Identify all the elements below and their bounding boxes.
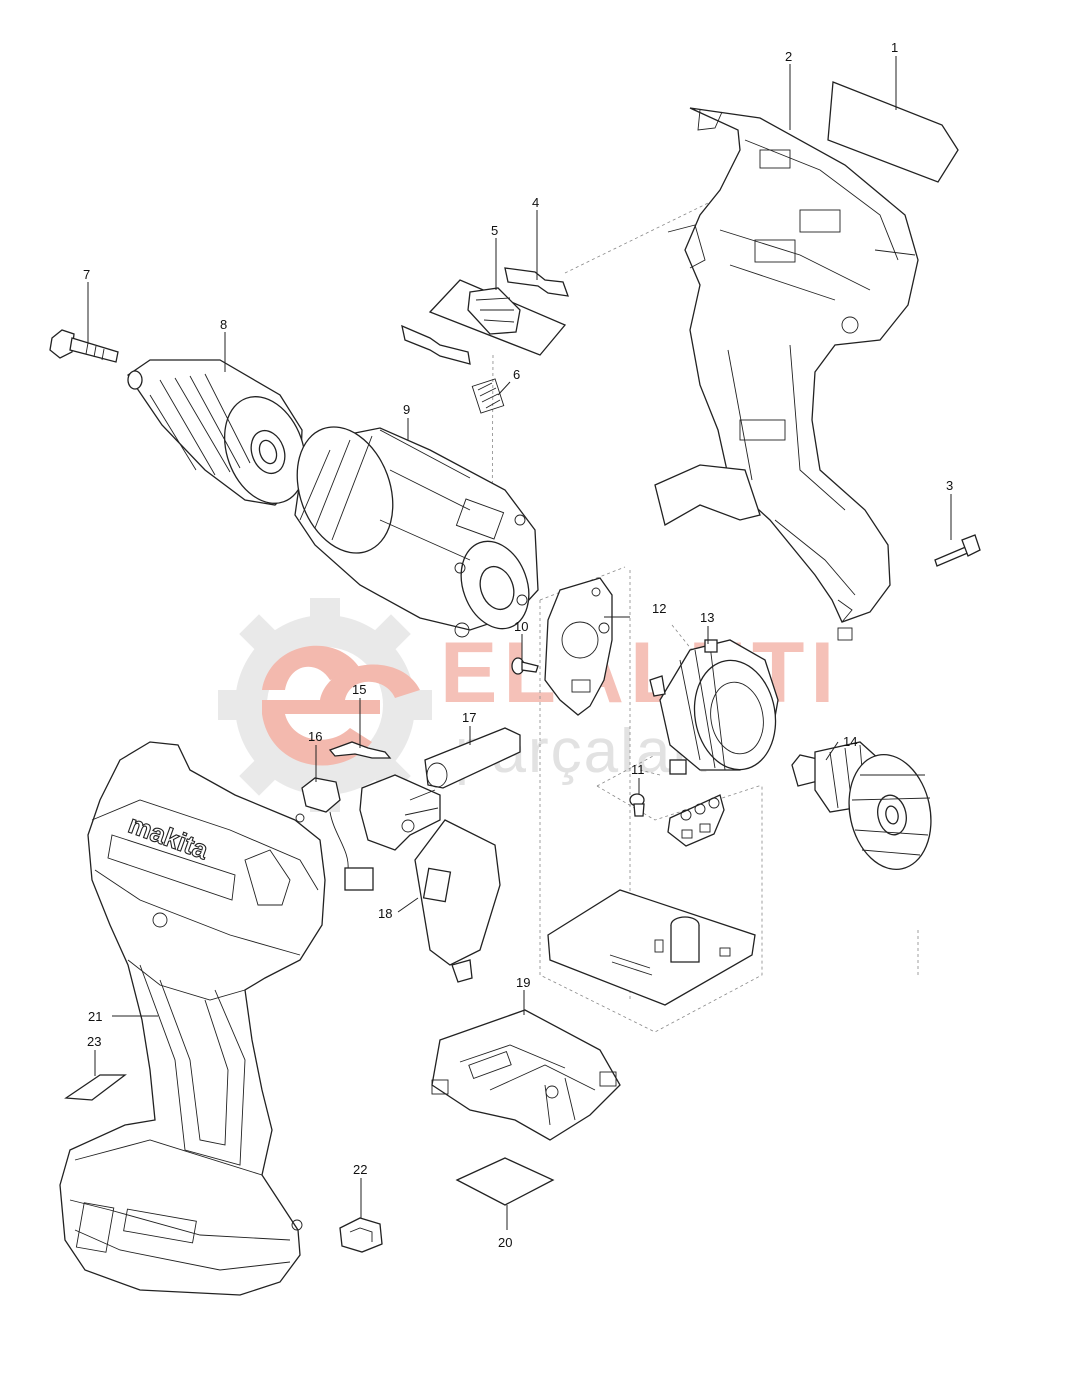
callout-21: 21 <box>88 1009 102 1024</box>
callout-16: 16 <box>308 729 322 744</box>
leader-lines <box>87 56 952 1230</box>
part-3-screw <box>934 534 981 567</box>
part-20-sticker <box>455 1157 555 1206</box>
callout-9: 9 <box>403 402 410 417</box>
part-10-screw <box>511 657 539 675</box>
callout-12: 12 <box>652 601 666 616</box>
callout-10: 10 <box>514 619 528 634</box>
callout-11: 11 <box>631 762 645 777</box>
callout-1: 1 <box>891 40 898 55</box>
assembly-guides <box>491 184 919 1033</box>
part-5-change-lever <box>428 279 567 356</box>
watermark-gear-icon <box>218 598 432 812</box>
callout-13: 13 <box>700 610 714 625</box>
callout-6: 6 <box>513 367 520 382</box>
part-23-sticker <box>64 1074 127 1101</box>
callout-20: 20 <box>498 1235 512 1250</box>
part-13-stator <box>649 639 779 775</box>
part-9-gear-assembly <box>294 426 539 638</box>
part-11-terminal-block <box>667 794 725 847</box>
callout-4: 4 <box>532 195 539 210</box>
part-19-battery-terminal <box>431 1009 621 1141</box>
callout-8: 8 <box>220 317 227 332</box>
controller-board <box>547 889 756 1006</box>
part-22-clip <box>339 1217 383 1253</box>
callout-19: 19 <box>516 975 530 990</box>
callout-23: 23 <box>87 1034 101 1049</box>
part-8-drill-chuck <box>127 359 307 506</box>
callout-5: 5 <box>491 223 498 238</box>
callout-14: 14 <box>843 734 857 749</box>
callout-7: 7 <box>83 267 90 282</box>
callout-3: 3 <box>946 478 953 493</box>
callout-18: 18 <box>378 906 392 921</box>
part-14-rotor <box>791 741 932 870</box>
part-1-label-plate <box>827 81 959 183</box>
watermark-title: ELALETI <box>440 625 840 721</box>
callout-22: 22 <box>353 1162 367 1177</box>
callout-labels: 1 2 3 4 5 6 7 8 9 10 11 12 13 14 15 16 1… <box>83 40 953 1250</box>
part-11-screw <box>629 793 645 817</box>
part-17-capacitor <box>424 727 521 789</box>
part-16-led-circuit <box>301 777 374 891</box>
part-15-lever <box>328 741 392 759</box>
part-7-chuck-screw <box>49 329 119 363</box>
part-2-housing-right <box>654 107 919 641</box>
callout-2: 2 <box>785 49 792 64</box>
part-18-switch <box>359 774 501 983</box>
part-4-spring-plate <box>401 267 569 365</box>
callout-17: 17 <box>462 710 476 725</box>
part-6-spring <box>471 378 505 414</box>
callout-15: 15 <box>352 682 366 697</box>
part-12-baffle-plate <box>544 577 613 716</box>
part-21-housing-left: makita <box>59 741 326 1296</box>
